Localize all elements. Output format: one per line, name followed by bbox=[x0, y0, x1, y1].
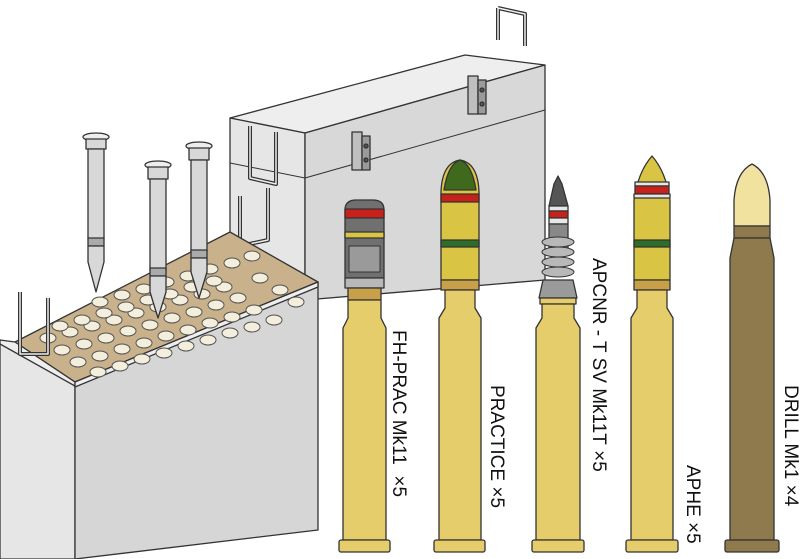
label-practice-name: PRACTICE bbox=[486, 385, 507, 482]
open-ammo-crate bbox=[0, 188, 319, 559]
label-practice: PRACTICE ×5 bbox=[486, 385, 507, 509]
closed-ammo-crate bbox=[229, 6, 546, 301]
label-fh-prac: FH-PRAC Mk11 ×5 bbox=[388, 330, 409, 498]
round-practice bbox=[433, 159, 486, 553]
label-apcnr: APCNR - T SV Mk11T ×5 bbox=[588, 258, 609, 472]
label-fh-prac-name: FH-PRAC Mk11 bbox=[388, 330, 409, 465]
loose-round-right bbox=[185, 141, 213, 299]
label-practice-qty: ×5 bbox=[486, 486, 507, 509]
label-drill-name: DRILL Mk1 bbox=[780, 385, 800, 480]
label-drill: DRILL Mk1 ×4 bbox=[780, 385, 800, 507]
label-fh-prac-qty: ×5 bbox=[388, 475, 409, 498]
loose-round-left bbox=[82, 132, 110, 293]
label-aphe: APHE ×5 bbox=[682, 465, 703, 544]
label-apcnr-name: APCNR - T SV Mk11T bbox=[588, 258, 609, 445]
loose-rounds bbox=[82, 132, 213, 319]
round-drill bbox=[724, 163, 780, 553]
round-aphe bbox=[625, 155, 679, 553]
label-aphe-name: APHE bbox=[682, 465, 703, 517]
label-apcnr-qty: ×5 bbox=[588, 450, 609, 472]
round-fh-prac bbox=[338, 199, 391, 553]
label-drill-qty: ×4 bbox=[780, 484, 800, 507]
round-apcnr bbox=[531, 175, 585, 553]
loose-round-middle bbox=[144, 160, 172, 319]
label-aphe-qty: ×5 bbox=[682, 522, 703, 544]
